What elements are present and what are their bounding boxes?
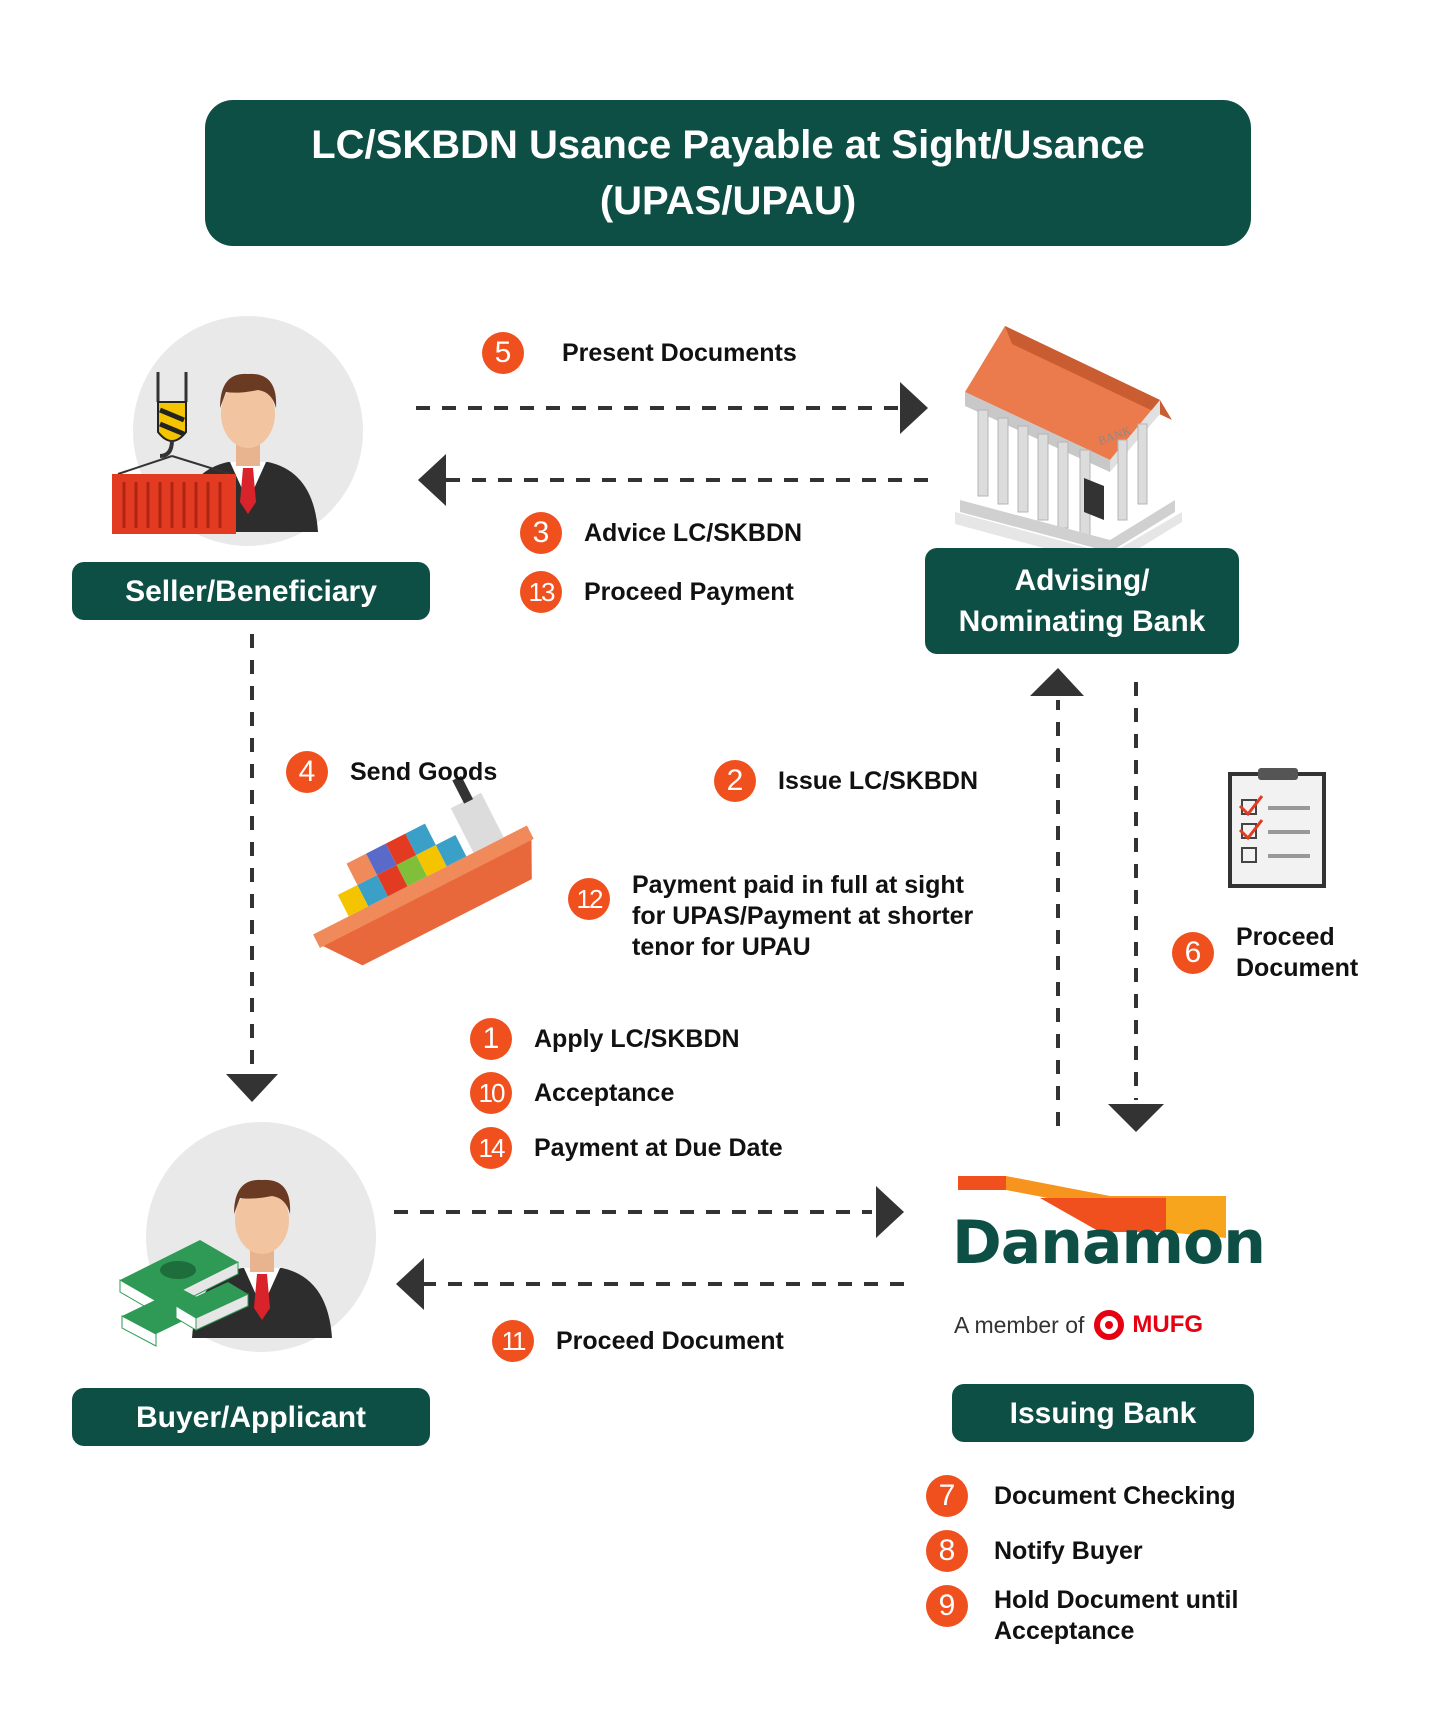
step-3-badge: 3 — [520, 512, 562, 554]
step-4: 4 Send Goods — [286, 751, 497, 793]
step-2-badge: 2 — [714, 760, 756, 802]
step-11-badge: 11 — [492, 1320, 534, 1362]
step-2-text: Issue LC/SKBDN — [778, 766, 979, 795]
step-14: 14 Payment at Due Date — [470, 1127, 783, 1169]
mufg-logo-icon — [1094, 1310, 1125, 1340]
step-11: 11 Proceed Document — [492, 1320, 784, 1362]
step-6-line-1: Proceed — [1236, 923, 1335, 951]
issuing-label-text: Issuing Bank — [1009, 1396, 1197, 1430]
step-8-badge: 8 — [926, 1530, 968, 1572]
step-12-line-1: Payment paid in full at sight — [632, 871, 964, 899]
bank-building-icon: BANK — [955, 326, 1182, 566]
step-13: 13 Proceed Payment — [520, 571, 794, 613]
advising-label-line-2: Nominating Bank — [958, 605, 1206, 638]
step-1: 1 Apply LC/SKBDN — [470, 1018, 740, 1060]
seller-label-text: Seller/Beneficiary — [125, 574, 377, 608]
step-12-line-3: tenor for UPAU — [632, 933, 811, 961]
step-6-badge: 6 — [1172, 932, 1214, 974]
step-12: 12 Payment paid in full at sight for UPA… — [568, 870, 973, 963]
step-12-badge: 12 — [568, 878, 610, 920]
step-1-badge: 1 — [470, 1018, 512, 1060]
step-14-badge: 14 — [470, 1127, 512, 1169]
step-5: 5 Present Documents — [482, 332, 797, 374]
step-6-line-2: Document — [1236, 954, 1359, 982]
step-5-text: Present Documents — [562, 338, 797, 367]
step-4-text: Send Goods — [350, 757, 498, 786]
step-9: 9 Hold Document until Acceptance — [926, 1585, 1238, 1647]
advising-bank-label: Advising/ Nominating Bank — [925, 548, 1239, 654]
step-9-line-1: Hold Document until — [994, 1586, 1239, 1614]
danamon-logo — [958, 1176, 1226, 1238]
container-crane-icon — [112, 372, 236, 534]
step-12-text: Payment paid in full at sight for UPAS/P… — [632, 870, 973, 963]
step-4-badge: 4 — [286, 751, 328, 793]
step-5-badge: 5 — [482, 332, 524, 374]
page-title: LC/SKBDN Usance Payable at Sight/Usance … — [205, 100, 1251, 246]
step-12-line-2: for UPAS/Payment at shorter — [632, 902, 974, 930]
step-13-badge: 13 — [520, 571, 562, 613]
step-9-badge: 9 — [926, 1585, 968, 1627]
step-11-text: Proceed Document — [556, 1326, 784, 1355]
mufg-member-line: A member of MUFG — [954, 1310, 1203, 1340]
step-3: 3 Advice LC/SKBDN — [520, 512, 802, 554]
cargo-ship-icon — [313, 775, 534, 966]
mufg-brand: MUFG — [1132, 1311, 1204, 1338]
title-line-1: LC/SKBDN Usance Payable at Sight/Usance — [311, 123, 1145, 167]
step-6-text: Proceed Document — [1236, 922, 1358, 984]
advising-label-line-1: Advising/ — [1014, 564, 1150, 597]
step-10: 10 Acceptance — [470, 1072, 674, 1114]
step-9-text: Hold Document until Acceptance — [994, 1585, 1238, 1647]
step-14-text: Payment at Due Date — [534, 1133, 783, 1162]
title-line-2: (UPAS/UPAU) — [599, 179, 857, 223]
step-7-text: Document Checking — [994, 1481, 1236, 1510]
step-7: 7 Document Checking — [926, 1475, 1236, 1517]
step-8-text: Notify Buyer — [994, 1536, 1143, 1565]
step-7-badge: 7 — [926, 1475, 968, 1517]
money-stack-icon — [119, 1240, 249, 1347]
buyer-label: Buyer/Applicant — [72, 1388, 430, 1446]
member-prefix: A member of — [954, 1311, 1085, 1338]
step-3-text: Advice LC/SKBDN — [584, 518, 803, 547]
step-10-badge: 10 — [470, 1072, 512, 1114]
step-2: 2 Issue LC/SKBDN — [714, 760, 978, 802]
step-10-text: Acceptance — [534, 1078, 675, 1107]
issuing-bank-label: Issuing Bank — [952, 1384, 1254, 1442]
step-6: 6 Proceed Document — [1172, 922, 1358, 984]
step-9-line-2: Acceptance — [994, 1617, 1135, 1645]
buyer-label-text: Buyer/Applicant — [135, 1400, 367, 1434]
seller-label: Seller/Beneficiary — [72, 562, 430, 620]
step-1-text: Apply LC/SKBDN — [534, 1024, 740, 1053]
danamon-wordmark: Danamon — [952, 1208, 1266, 1278]
clipboard-checklist-icon — [1228, 768, 1326, 888]
step-8: 8 Notify Buyer — [926, 1530, 1143, 1572]
step-13-text: Proceed Payment — [584, 577, 794, 606]
